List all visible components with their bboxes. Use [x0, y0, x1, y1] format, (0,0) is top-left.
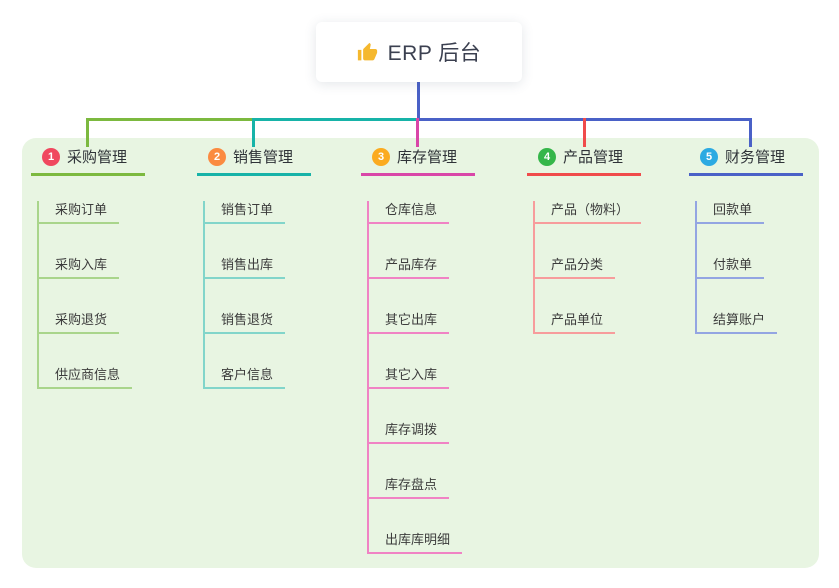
branch-number-badge: 2 [208, 147, 226, 166]
branch-item[interactable]: 产品库存 [369, 256, 450, 279]
branches-panel [22, 138, 819, 568]
branch-label: 产品管理 [563, 149, 624, 166]
branch-number-badge: 5 [700, 147, 718, 166]
branch-children: 回款单付款单结算账户 [695, 201, 803, 334]
branch-number-badge: 3 [372, 147, 390, 166]
branch-item[interactable]: 采购入库 [39, 256, 120, 279]
branch-item[interactable]: 供应商信息 [39, 366, 133, 389]
branch-header[interactable]: 2 销售管理 [197, 146, 311, 176]
branch-item[interactable]: 销售订单 [205, 201, 286, 224]
branch-item[interactable]: 仓库信息 [369, 201, 450, 224]
branch-item[interactable]: 其它入库 [369, 366, 450, 389]
branch-column-3: 3 库存管理 仓库信息产品库存其它出库其它入库库存调拨库存盘点出库库明细 [361, 146, 475, 554]
branch-item[interactable]: 其它出库 [369, 311, 450, 334]
connector-h-branch1 [86, 118, 254, 121]
thumbs-up-icon [357, 42, 377, 60]
branch-children: 产品（物料） 产品分类产品单位 [533, 201, 642, 334]
branch-column-5: 5 财务管理 回款单付款单结算账户 [689, 146, 803, 334]
branch-label: 销售管理 [233, 149, 294, 166]
branch-item[interactable]: 付款单 [697, 256, 765, 279]
root-stem-line [417, 82, 420, 121]
branch-number-badge: 4 [538, 147, 556, 166]
branch-header[interactable]: 3 库存管理 [361, 146, 475, 176]
connector-drop-branch2 [252, 118, 255, 147]
branch-label: 财务管理 [725, 149, 786, 166]
root-title: ERP 后台 [387, 42, 482, 65]
branch-column-2: 2 销售管理 销售订单销售出库销售退货客户信息 [197, 146, 311, 389]
branch-header[interactable]: 1 采购管理 [31, 146, 145, 176]
connector-drop-branch1 [86, 118, 89, 147]
branch-item[interactable]: 客户信息 [205, 366, 286, 389]
branch-item[interactable]: 结算账户 [697, 311, 778, 334]
branch-children: 仓库信息产品库存其它出库其它入库库存调拨库存盘点出库库明细 [367, 201, 475, 554]
branch-header[interactable]: 4 产品管理 [527, 146, 641, 176]
connector-h-branch2 [254, 118, 418, 121]
branch-column-1: 1 采购管理 采购订单采购入库采购退货供应商信息 [31, 146, 145, 389]
branch-item[interactable]: 出库库明细 [369, 531, 463, 554]
root-node[interactable]: ERP 后台 [316, 22, 522, 82]
branch-children: 采购订单采购入库采购退货供应商信息 [37, 201, 145, 389]
branch-label: 库存管理 [397, 149, 458, 166]
branch-item[interactable]: 采购订单 [39, 201, 120, 224]
branch-column-4: 4 产品管理 产品（物料） 产品分类产品单位 [527, 146, 642, 334]
branch-item[interactable]: 销售出库 [205, 256, 286, 279]
branch-children: 销售订单销售出库销售退货客户信息 [203, 201, 311, 389]
branch-item[interactable]: 产品分类 [535, 256, 616, 279]
connector-drop-branch4 [583, 118, 586, 147]
branch-item[interactable]: 库存盘点 [369, 476, 450, 499]
branch-header[interactable]: 5 财务管理 [689, 146, 803, 176]
branch-label: 采购管理 [67, 149, 128, 166]
branch-item[interactable]: 销售退货 [205, 311, 286, 334]
connector-drop-branch3 [416, 118, 419, 147]
connector-drop-branch5 [749, 118, 752, 147]
branch-number-badge: 1 [42, 147, 60, 166]
branch-item[interactable]: 回款单 [697, 201, 765, 224]
branch-item[interactable]: 库存调拨 [369, 421, 450, 444]
branch-item[interactable]: 采购退货 [39, 311, 120, 334]
branch-item[interactable]: 产品单位 [535, 311, 616, 334]
branch-item[interactable]: 产品（物料） [535, 201, 642, 224]
